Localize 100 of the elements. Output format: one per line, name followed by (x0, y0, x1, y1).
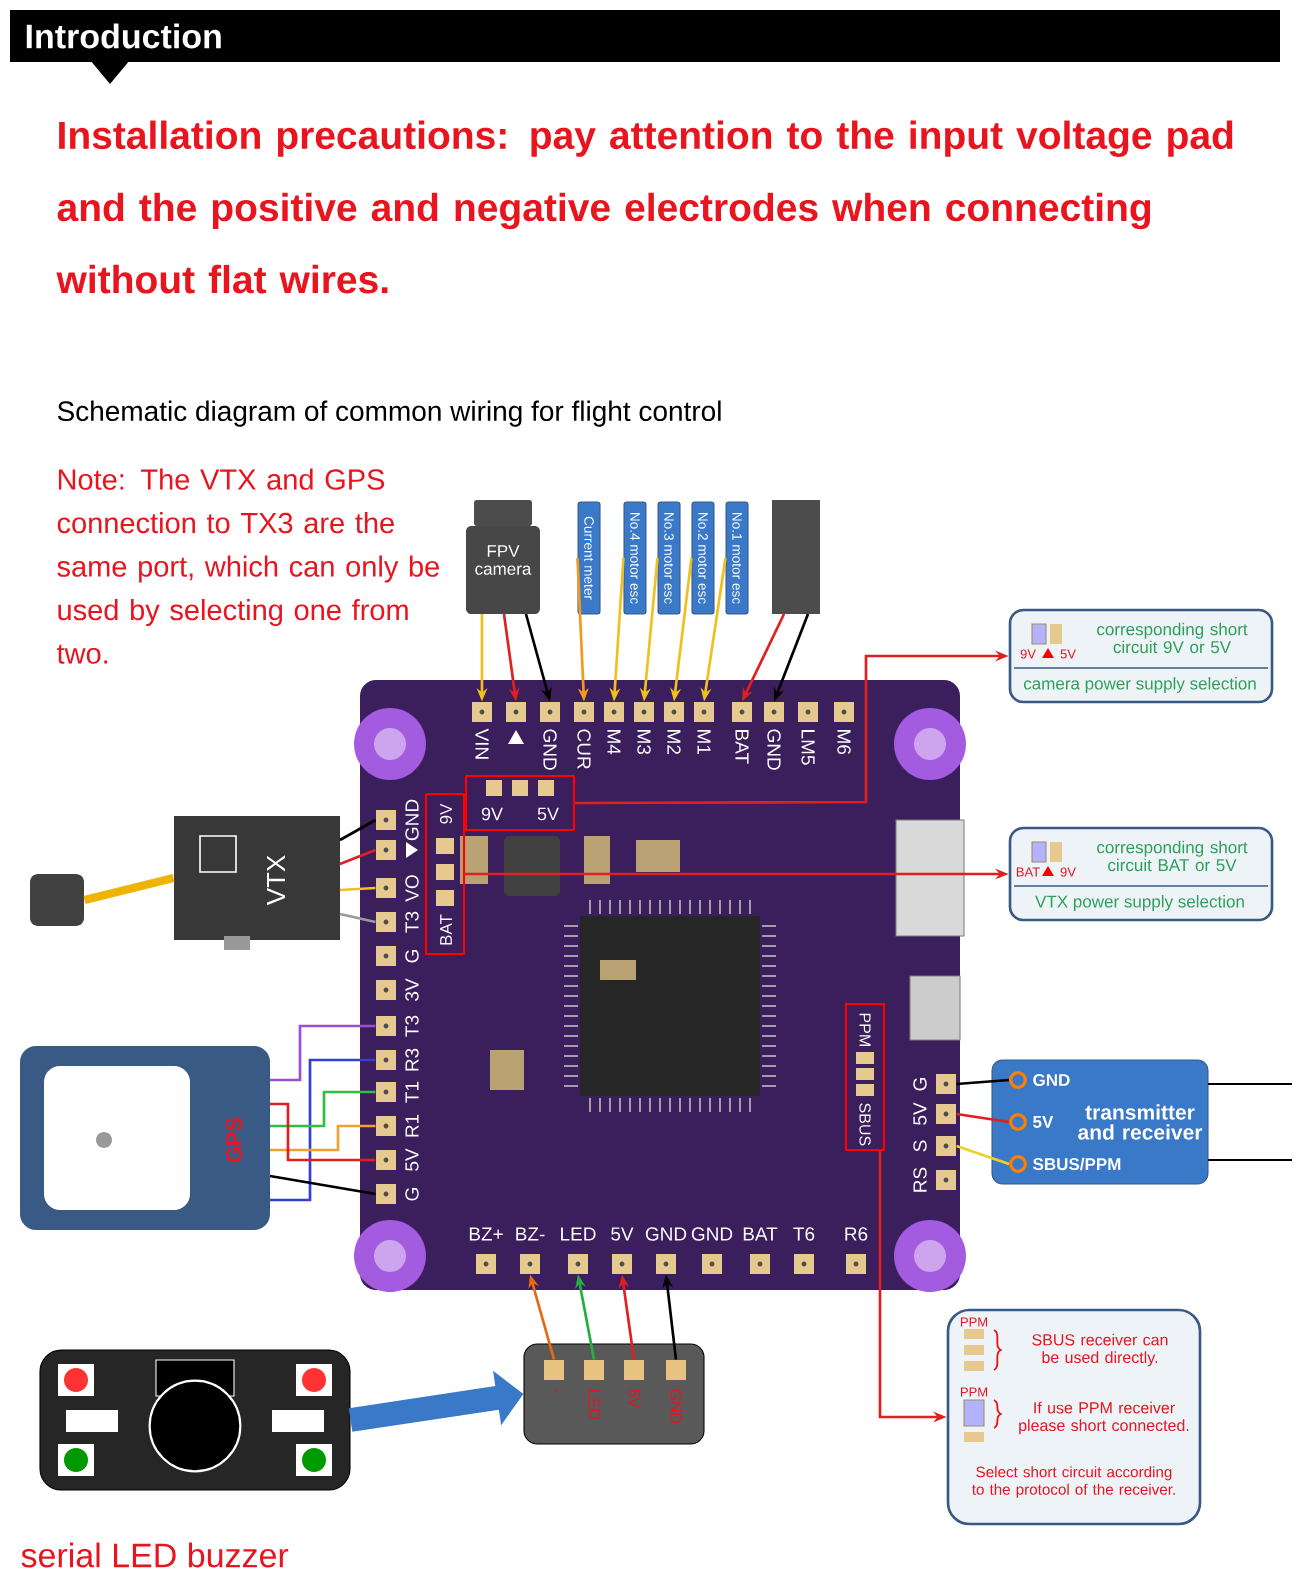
wire (270, 1102, 376, 1162)
solder-pad: R6 (845, 1227, 868, 1274)
node-label: M3 (637, 730, 651, 755)
wire (956, 1144, 1010, 1166)
solder-pad: GND (764, 702, 784, 770)
solder-pad: M1 (694, 702, 714, 754)
wire (339, 848, 376, 866)
solder-pad: G (376, 1184, 419, 1204)
solder-pad: M4 (604, 702, 624, 755)
solder-pad: GND (540, 702, 560, 770)
jumper-pads: PPM SBUS (844, 1002, 886, 1152)
connector-pin: 5V (624, 1360, 644, 1409)
node-label: T6 (793, 1227, 815, 1241)
node-label: GND (543, 729, 557, 770)
node-label: M2 (667, 730, 681, 754)
node-label: R3 (405, 1048, 419, 1071)
solder-pad: 5V (611, 1227, 634, 1274)
connector-block (523, 1343, 705, 1445)
solder-pad: VIN (472, 702, 492, 759)
node-label: CUR (577, 729, 591, 769)
note-text: Note: The VTX and GPS connection to TX3 are the same port, which can only be used by selecting one from two. (57, 468, 439, 664)
wire (270, 1090, 376, 1128)
node-label: GND (670, 1389, 682, 1424)
node-label: - (555, 1389, 557, 1394)
node-label: VO (405, 875, 419, 902)
wire (339, 818, 377, 842)
node-label: 3V (405, 978, 419, 1001)
solder-pad: LED (561, 1227, 596, 1274)
node-label: RS (913, 1167, 927, 1192)
gps-module: GPS (20, 1046, 270, 1230)
solder-pad: T3 (376, 1015, 419, 1037)
wire (269, 1174, 376, 1196)
node-label: G (913, 1078, 927, 1091)
solder-pad: GND (376, 799, 419, 841)
node-label: R6 (845, 1227, 868, 1241)
wire (270, 1058, 376, 1202)
solder-pad (506, 702, 526, 722)
wire (83, 874, 175, 904)
node-label: 5V (1033, 1116, 1054, 1128)
node-label: SBUS/PPM (1033, 1157, 1121, 1171)
vtx-module: VTX (174, 816, 340, 950)
solder-pad: 5V (913, 1102, 956, 1125)
wire (956, 1078, 1010, 1086)
caption-text: Schematic diagram of common wiring for flight control (57, 400, 721, 427)
node-label: GND (767, 729, 781, 770)
solder-pad: T3 (376, 911, 419, 933)
node-label: G (405, 950, 419, 963)
solder-pad: M6 (834, 702, 854, 755)
solder-pad: GND (645, 1227, 687, 1274)
node-label: M1 (697, 730, 711, 754)
solder-pad: G (376, 946, 419, 966)
node-label: BAT (735, 730, 749, 764)
node-label: M4 (607, 730, 621, 755)
node-label: G (405, 1188, 419, 1201)
solder-pad (376, 840, 396, 860)
wire (270, 1024, 376, 1082)
solder-pad: GND (691, 1227, 733, 1274)
solder-pad: VO (376, 875, 419, 902)
wire (339, 886, 376, 892)
wire (956, 1112, 1010, 1124)
wire (339, 912, 376, 924)
node-label: 5V (628, 1389, 640, 1409)
node-label: LM5 (801, 730, 815, 765)
node-label: GND (405, 799, 419, 841)
connector-pin: LED (584, 1360, 604, 1419)
title-bar: Introduction (10, 10, 1280, 84)
antenna-plug (30, 874, 84, 926)
buzzer-caption: serial LED buzzer (21, 1542, 289, 1568)
solder-pad: S (913, 1136, 956, 1156)
receiver-pin: 5V (1009, 1113, 1054, 1131)
solder-pad: CUR (574, 702, 594, 769)
solder-pad: BAT (743, 1227, 778, 1274)
node-label: R1 (405, 1114, 419, 1137)
receiver-pin: SBUS/PPM (1009, 1155, 1121, 1173)
solder-pad: M2 (664, 702, 684, 754)
solder-pad: LM5 (798, 702, 818, 765)
solder-pad: T1 (376, 1081, 419, 1103)
solder-pad: RS (913, 1167, 956, 1192)
node-label: T3 (405, 1015, 419, 1037)
solder-pad: G (913, 1074, 956, 1094)
connector-pin: GND (666, 1360, 686, 1424)
node-label: T1 (405, 1081, 419, 1103)
node-label: 5V (913, 1102, 927, 1125)
jumper-pads: 9V 5V (464, 774, 576, 832)
solder-pad: M3 (634, 702, 654, 755)
node-label: GND (691, 1227, 733, 1241)
node-label: BZ+ (469, 1227, 503, 1241)
camera-drawing: FPV camera (466, 500, 540, 614)
wire (270, 1124, 376, 1152)
warning-text: Installation precautions: pay attention to the input voltage pad and the positive and negative electrodes when connecting without flat wires. (56, 120, 1233, 294)
jumper-pads: 9V BAT (424, 792, 466, 956)
solder-pad: R3 (376, 1048, 419, 1071)
node-label: GND (645, 1227, 687, 1241)
node-label: BZ- (516, 1227, 545, 1241)
node-label: 5V (611, 1227, 634, 1241)
node-label: VIN (475, 728, 489, 759)
node-label: LED (561, 1227, 596, 1241)
led-buzzer-drawing (39, 1349, 351, 1491)
solder-pad: R1 (376, 1114, 419, 1137)
node-label: S (913, 1140, 927, 1152)
